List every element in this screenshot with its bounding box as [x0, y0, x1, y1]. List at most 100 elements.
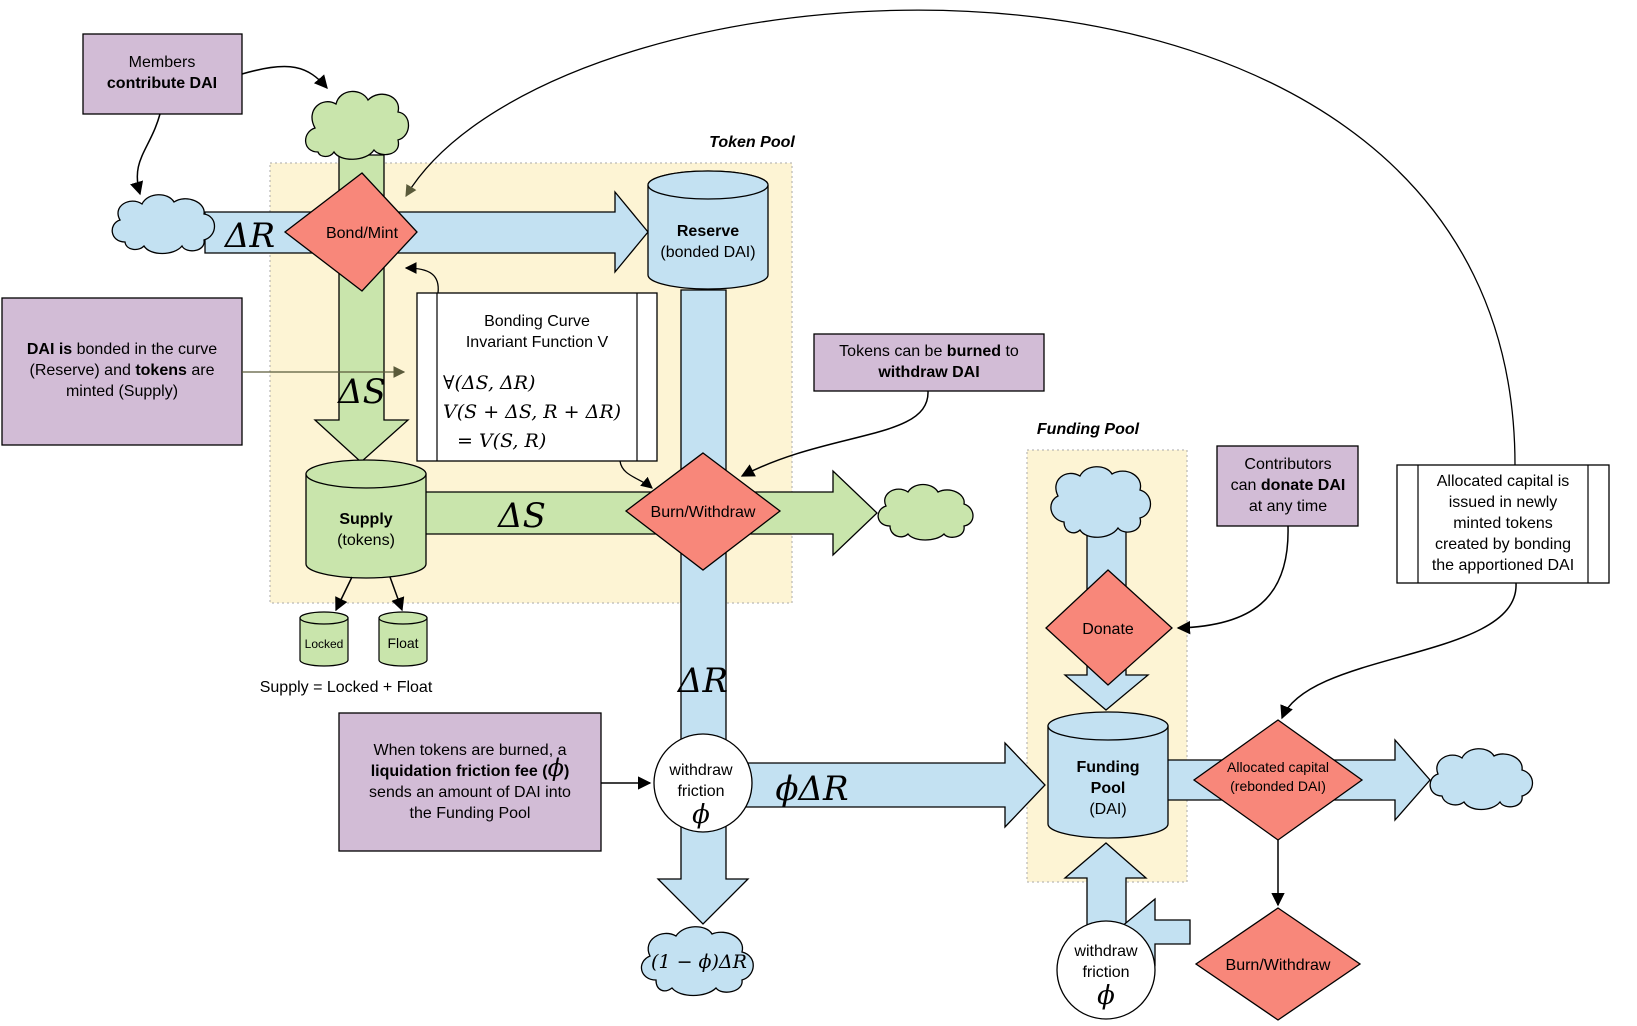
one-minus-phi-label: (1 − ϕ)ΔR [651, 951, 747, 973]
liquidation-fee-bold: liquidation friction fee ( [371, 763, 549, 780]
fee-note-line2: liquidation friction fee (ϕ) [371, 754, 570, 782]
members-to-left-cloud-connector [130, 113, 161, 196]
are-text: are [187, 362, 215, 379]
token-pool-title: Token Pool [709, 134, 795, 151]
delta-r-down-label: ΔR [676, 661, 728, 701]
cloud-left-blue [111, 194, 216, 255]
allocated-label-line2: (rebonded DAI) [1230, 778, 1326, 794]
locked-label: Locked [305, 637, 344, 651]
bonding-curve-eq-3: = V(S, R) [457, 430, 546, 452]
funding-pool-cylinder [1047, 711, 1169, 839]
tokens-bold: tokens [135, 362, 187, 379]
withdraw-friction-label-1: withdraw [668, 762, 733, 779]
bonding-to-burn-connector [619, 460, 653, 489]
float-label: Float [387, 635, 418, 651]
alloc-note-line2: issued in newly [1449, 494, 1558, 511]
tokens-can-be: Tokens can be [839, 343, 947, 360]
cloud-right-green [877, 483, 974, 541]
contributors-note-line3: at any time [1249, 498, 1327, 515]
withdraw-friction-label-2: friction [677, 783, 724, 800]
friction-fee-note [338, 712, 602, 852]
burn-withdraw-diamond [624, 452, 782, 571]
can-text: can [1231, 477, 1261, 494]
friction-right-arrow [729, 741, 1046, 829]
withdraw-friction-phi: ϕ [692, 800, 710, 830]
tokens-burned-note [813, 333, 1045, 392]
members-note-line2: contribute DAI [107, 75, 217, 92]
funding-pool-label-3: (DAI) [1089, 801, 1126, 818]
reserve-cylinder [647, 170, 769, 290]
supply-to-locked-connector [335, 576, 353, 612]
cloud-bottom-blue [640, 926, 754, 997]
burned-note-line1: Tokens can be burned to [839, 343, 1019, 360]
burn-withdraw-2-diamond [1194, 907, 1362, 1021]
bond-mint-diamond [283, 172, 418, 292]
bonding-curve-title-1: Bonding Curve [484, 313, 590, 330]
alloc-note-connector [1280, 582, 1517, 720]
fee-close-paren: ) [564, 763, 569, 780]
contributors-note-line2: can donate DAI [1231, 477, 1346, 494]
phi-symbol: ϕ [548, 754, 564, 782]
delta-s-right-label: ΔS [496, 496, 546, 536]
withdraw-friction-circle-2 [1056, 920, 1156, 1020]
funding-pool-label-2: Pool [1091, 780, 1126, 797]
locked-cylinder [299, 611, 349, 667]
bonding-to-mint-connector [404, 262, 439, 294]
to-text: to [1001, 343, 1019, 360]
float-cylinder [378, 611, 428, 667]
cloud-far-right-blue [1429, 748, 1534, 811]
burn-withdraw-2-label: Burn/Withdraw [1226, 957, 1331, 974]
bonding-curve-box [416, 292, 658, 462]
contributors-note-line1: Contributors [1244, 456, 1331, 473]
supply-to-float-connector [389, 576, 405, 612]
reserve-and: (Reserve) and [30, 362, 136, 379]
delta-s-down-label: ΔS [336, 372, 386, 412]
reserve-label: Reserve [677, 223, 739, 240]
burned-note-connector [740, 390, 929, 477]
fee-note-line4: the Funding Pool [410, 805, 531, 822]
funding-pool-label-1: Funding [1076, 759, 1139, 776]
burned-note-line2: withdraw DAI [877, 364, 979, 381]
alloc-note-line3: minted tokens [1453, 515, 1553, 532]
alloc-note-line1: Allocated capital is [1437, 473, 1570, 490]
fee-note-line3: sends an amount of DAI into [369, 784, 571, 801]
supply-cylinder [305, 459, 427, 579]
burn-left-arrow [1113, 897, 1191, 967]
burn-withdraw-label: Burn/Withdraw [651, 504, 756, 521]
supply-label: Supply [339, 511, 392, 528]
supply-equation: Supply = Locked + Float [260, 679, 433, 696]
donate-label: Donate [1082, 621, 1134, 638]
alloc-note-line5: the apportioned DAI [1432, 557, 1574, 574]
dai-bonded-note-line2: (Reserve) and tokens are [30, 362, 215, 379]
donate-dai-bold: donate DAI [1261, 477, 1345, 494]
bonding-curve-eq-1: ∀(ΔS, ΔR) [443, 372, 535, 394]
withdraw-friction-2-label-2: friction [1082, 964, 1129, 981]
donate-diamond [1045, 569, 1173, 686]
reserve-sublabel: (bonded DAI) [660, 244, 755, 261]
dai-bonded-note [1, 297, 243, 446]
dai-bonded-note-line3: minted (Supply) [66, 383, 178, 400]
cloud-top-green [304, 90, 410, 160]
alloc-note-line4: created by bonding [1435, 536, 1571, 553]
members-note-line1: Members [129, 54, 196, 71]
dai-bonded-note-line1: DAI is bonded in the curve [27, 341, 217, 358]
supply-sublabel: (tokens) [337, 532, 395, 549]
bonding-curve-eq-2: V(S + ΔS, R + ΔR) [443, 401, 621, 423]
delta-r-top-label: ΔR [223, 216, 275, 256]
burned-bold: burned [947, 343, 1001, 360]
phi-delta-r-label: ϕΔR [775, 769, 848, 809]
fee-note-line1: When tokens are burned, a [373, 742, 566, 759]
bond-mint-label: Bond/Mint [326, 225, 399, 242]
contributors-connector [1176, 525, 1289, 635]
rebond-arc-connector [405, 9, 1516, 466]
allocated-capital-note [1396, 464, 1610, 584]
dai-bonded-rest: bonded in the curve [72, 341, 217, 358]
bonding-curve-title-2: Invariant Function V [466, 334, 609, 351]
contributors-note [1216, 445, 1359, 527]
dai-is-bold: DAI is [27, 341, 72, 358]
withdraw-friction-2-phi: ϕ [1097, 981, 1115, 1011]
withdraw-friction-circle [653, 733, 753, 833]
members-note [82, 33, 243, 115]
cloud-funding-blue [1050, 466, 1152, 538]
